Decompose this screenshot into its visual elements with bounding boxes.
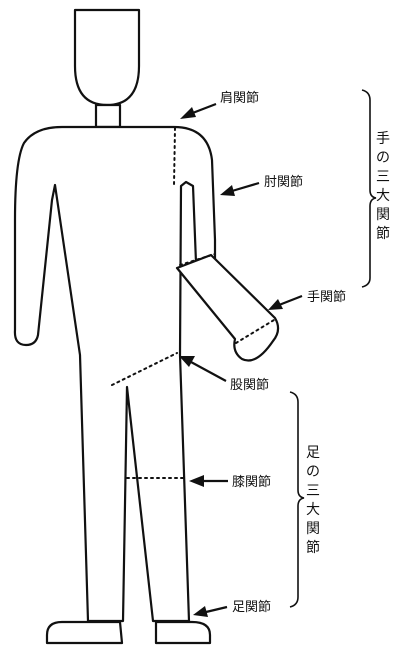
- braces: [289, 89, 377, 608]
- hip-arrow: [179, 356, 227, 382]
- upper-brace: [361, 89, 377, 288]
- lower-group-label: 足 の 三 大 関 節: [306, 445, 320, 556]
- right-foot: [154, 620, 212, 645]
- neck: [94, 103, 122, 129]
- wrist-label: 手関節: [307, 290, 346, 305]
- left-foot: [45, 620, 124, 645]
- right-forearm: [175, 253, 280, 362]
- lower-group-char: 関: [306, 521, 320, 537]
- ankle-label: 足関節: [232, 600, 271, 615]
- head: [73, 8, 141, 107]
- knee-label: 膝関節: [232, 475, 271, 490]
- lower-brace: [289, 391, 305, 608]
- joint-lines: [111, 127, 275, 479]
- upper-group-char: 大: [376, 188, 390, 204]
- lower-group-char: 大: [306, 502, 320, 518]
- shoulder-label: 肩関節: [220, 90, 259, 106]
- lower-group-char: 節: [306, 539, 320, 556]
- lower-group-char: 足: [306, 445, 320, 461]
- wrist-joint-line: [235, 319, 275, 344]
- knee-arrow: [189, 475, 228, 487]
- ankle-arrow: [193, 605, 228, 617]
- elbow-joint-line: [179, 253, 216, 266]
- upper-group-char: 手: [376, 131, 390, 147]
- body-outline: [13, 125, 217, 623]
- elbow-arrow: [220, 181, 260, 196]
- upper-group-char: 三: [376, 169, 390, 185]
- arrows: [179, 102, 303, 617]
- wrist-arrow: [268, 294, 303, 310]
- lower-group-char: の: [306, 464, 320, 480]
- upper-group-char: の: [376, 150, 390, 166]
- hip-joint-line: [111, 352, 178, 386]
- upper-group-char: 関: [376, 207, 390, 223]
- hip-label: 股関節: [230, 378, 269, 393]
- elbow-label: 肘関節: [264, 175, 303, 190]
- joint-labels: 肩関節 肘関節 手関節 股関節 膝関節 足関節: [220, 90, 346, 615]
- shoulder-joint-line: [173, 127, 176, 186]
- human-figure: [13, 8, 280, 645]
- upper-group-char: 節: [376, 225, 390, 242]
- lower-group-char: 三: [306, 483, 320, 499]
- shoulder-arrow: [180, 102, 217, 119]
- upper-group-label: 手 の 三 大 関 節: [376, 131, 390, 242]
